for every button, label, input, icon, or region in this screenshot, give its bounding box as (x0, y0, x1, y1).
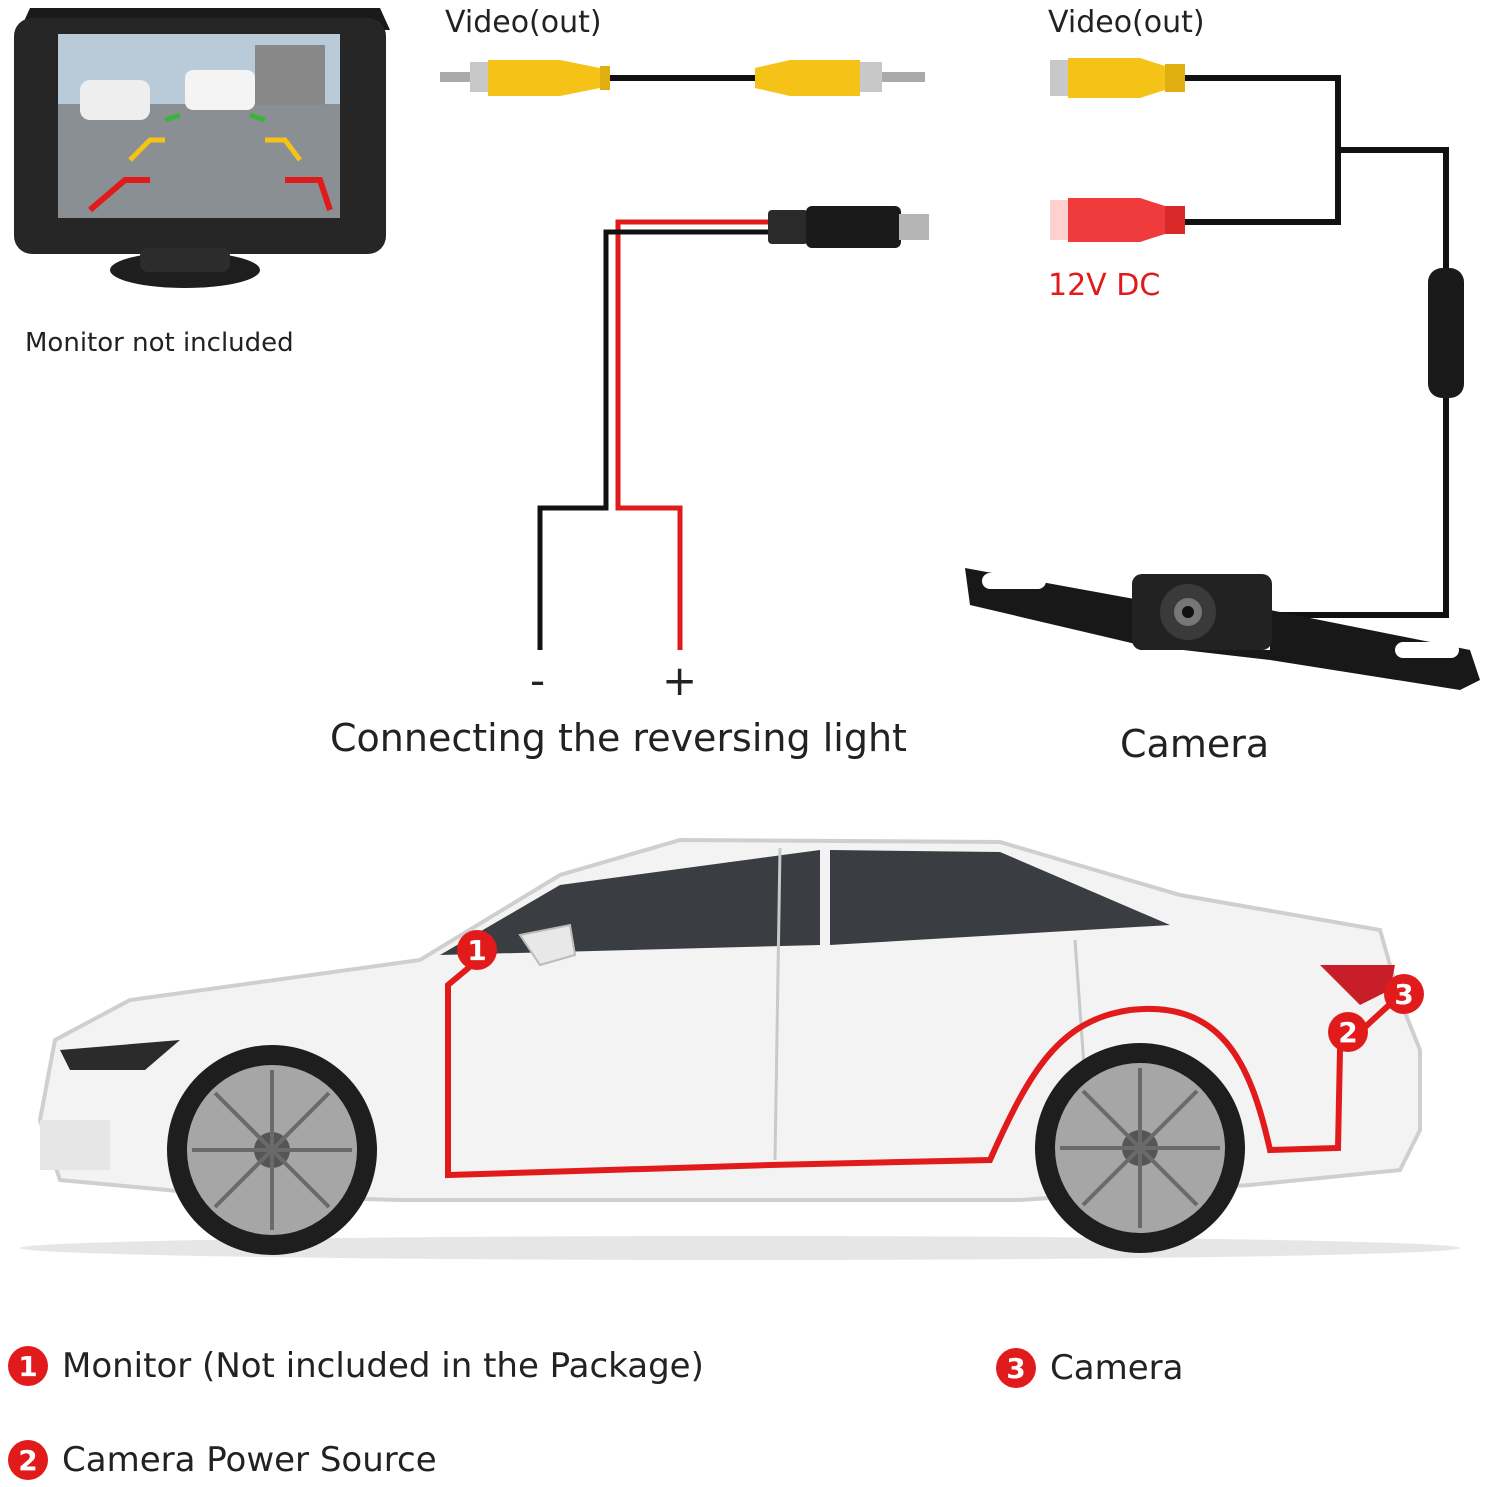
legend-number: 2 (8, 1440, 48, 1480)
car-image (20, 837, 1460, 1260)
power-12v-label: 12V DC (1048, 268, 1161, 303)
legend-text: Monitor (Not included in the Package) (62, 1346, 704, 1386)
camera-image (965, 568, 1480, 690)
monitor-caption: Monitor not included (25, 328, 294, 358)
camera-cable (1050, 58, 1464, 618)
minus-sign: - (530, 656, 546, 705)
legend-number: 3 (996, 1348, 1036, 1388)
legend-item-power: 2 Camera Power Source (8, 1440, 437, 1480)
legend-number: 1 (8, 1346, 48, 1386)
reversing-light-caption: Connecting the reversing light (330, 716, 907, 760)
camera-caption: Camera (1120, 722, 1270, 766)
legend-text: Camera (1050, 1348, 1184, 1388)
plus-sign: + (662, 656, 698, 705)
legend-item-camera: 3 Camera (996, 1348, 1183, 1388)
car-marker-power: 2 (1328, 1012, 1368, 1052)
camera-video-out-label: Video(out) (1048, 5, 1205, 40)
car-wiring-route (445, 957, 1403, 1179)
legend-text: Camera Power Source (62, 1440, 437, 1480)
legend-item-monitor: 1 Monitor (Not included in the Package) (8, 1346, 704, 1386)
car-marker-camera: 3 (1384, 974, 1424, 1014)
monitor-video-out-label: Video(out) (445, 5, 602, 40)
car-marker-monitor: 1 (457, 930, 497, 970)
monitor-image (14, 8, 390, 288)
power-cable (537, 206, 929, 650)
monitor-video-cable (440, 60, 925, 96)
